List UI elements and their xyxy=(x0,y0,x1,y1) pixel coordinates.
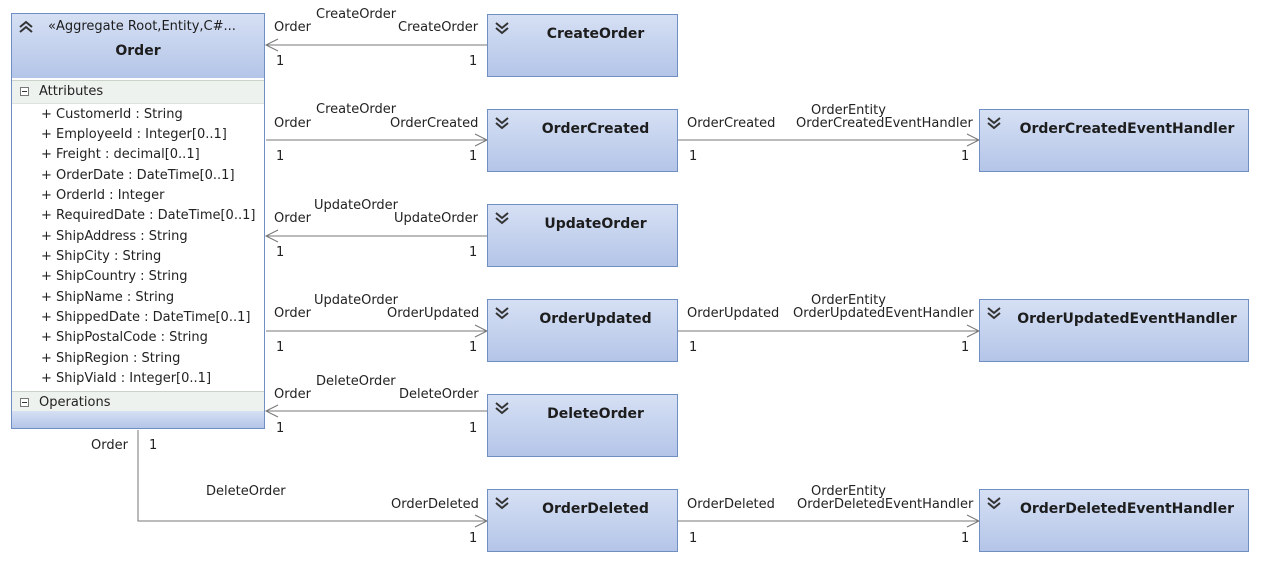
attribute-row[interactable]: + EmployeeId : Integer[0..1] xyxy=(41,127,227,142)
expand-chevron-down-icon[interactable] xyxy=(494,401,510,415)
entity-stereotype: «Aggregate Root,Entity,C#... xyxy=(48,19,236,34)
role-label: OrderCreated xyxy=(390,116,479,131)
association-name[interactable]: UpdateOrder xyxy=(314,293,399,308)
class-title: OrderDeletedEventHandler xyxy=(1019,501,1235,517)
attribute-row[interactable]: + ShipRegion : String xyxy=(41,351,181,366)
multiplicity-label: 1 xyxy=(469,54,478,69)
association-name[interactable]: UpdateOrder xyxy=(314,198,399,213)
multiplicity-label: 1 xyxy=(961,149,970,164)
order-entity-header[interactable]: «Aggregate Root,Entity,C#... Order xyxy=(12,14,264,78)
multiplicity-label: 1 xyxy=(276,340,285,355)
expand-chevron-down-icon[interactable] xyxy=(986,116,1002,130)
class-delete-order[interactable]: DeleteOrder xyxy=(487,394,678,457)
class-order-deleted[interactable]: OrderDeleted xyxy=(487,489,678,552)
association-name[interactable]: CreateOrder xyxy=(316,102,397,117)
class-update-order[interactable]: UpdateOrder xyxy=(487,204,678,267)
attribute-row[interactable]: + ShipName : String xyxy=(41,290,175,305)
role-label: CreateOrder xyxy=(398,20,479,35)
class-title: DeleteOrder xyxy=(547,406,644,422)
multiplicity-label: 1 xyxy=(276,421,285,436)
role-label: OrderUpdated xyxy=(687,306,780,321)
attribute-row[interactable]: + ShipViaId : Integer[0..1] xyxy=(41,371,212,386)
multiplicity-label: 1 xyxy=(276,54,285,69)
attribute-row[interactable]: + ShippedDate : DateTime[0..1] xyxy=(41,310,251,325)
expand-chevron-down-icon[interactable] xyxy=(494,496,510,510)
class-order-updated-handler[interactable]: OrderUpdatedEventHandler xyxy=(979,299,1249,362)
expand-chevron-down-icon[interactable] xyxy=(986,306,1002,320)
expand-chevron-down-icon[interactable] xyxy=(986,496,1002,510)
attribute-row[interactable]: + ShipCountry : String xyxy=(41,269,188,284)
attributes-section-header[interactable]: Attributes xyxy=(12,80,264,104)
multiplicity-label: 1 xyxy=(689,531,698,546)
multiplicity-label: 1 xyxy=(469,149,478,164)
expand-chevron-down-icon[interactable] xyxy=(494,211,510,225)
multiplicity-label: 1 xyxy=(469,421,478,436)
class-order-created-handler[interactable]: OrderCreatedEventHandler xyxy=(979,109,1249,172)
role-label: Order xyxy=(274,387,311,402)
class-title: UpdateOrder xyxy=(544,216,647,232)
multiplicity-label: 1 xyxy=(276,245,285,260)
class-title: CreateOrder xyxy=(546,26,645,42)
role-label: OrderCreatedEventHandler xyxy=(796,116,973,131)
role-label: OrderUpdatedEventHandler xyxy=(793,306,974,321)
operations-label: Operations xyxy=(39,395,111,410)
attribute-row[interactable]: + OrderDate : DateTime[0..1] xyxy=(41,168,235,183)
role-label: Order xyxy=(91,438,128,453)
role-label: OrderDeleted xyxy=(687,497,775,512)
expand-chevron-down-icon[interactable] xyxy=(494,306,510,320)
class-order-updated[interactable]: OrderUpdated xyxy=(487,299,678,362)
collapse-chevron-up-icon[interactable] xyxy=(18,20,34,34)
entity-footer xyxy=(12,411,264,428)
class-title: OrderUpdatedEventHandler xyxy=(1017,311,1237,327)
collapse-minus-icon[interactable] xyxy=(20,87,29,96)
collapse-minus-icon[interactable] xyxy=(20,398,29,407)
multiplicity-label: 1 xyxy=(689,340,698,355)
role-label: Order xyxy=(274,20,311,35)
class-title: OrderUpdated xyxy=(539,311,652,327)
expand-chevron-down-icon[interactable] xyxy=(494,21,510,35)
class-create-order[interactable]: CreateOrder xyxy=(487,14,678,77)
multiplicity-label: 1 xyxy=(469,245,478,260)
attribute-row[interactable]: + CustomerId : String xyxy=(41,107,183,122)
role-label: OrderCreated xyxy=(687,116,776,131)
role-label: OrderUpdated xyxy=(387,306,480,321)
class-order-deleted-handler[interactable]: OrderDeletedEventHandler xyxy=(979,489,1249,552)
multiplicity-label: 1 xyxy=(469,340,478,355)
attribute-row[interactable]: + ShipCity : String xyxy=(41,249,162,264)
class-title: OrderCreated xyxy=(541,121,650,137)
association-name[interactable]: OrderEntity xyxy=(811,484,886,499)
order-entity[interactable]: «Aggregate Root,Entity,C#... Order Attri… xyxy=(11,13,265,429)
attribute-row[interactable]: + Freight : decimal[0..1] xyxy=(41,147,200,162)
association-name[interactable]: DeleteOrder xyxy=(316,374,396,389)
multiplicity-label: 1 xyxy=(276,149,285,164)
multiplicity-label: 1 xyxy=(149,438,158,453)
class-title: OrderCreatedEventHandler xyxy=(1019,121,1235,137)
multiplicity-label: 1 xyxy=(961,340,970,355)
association-name[interactable]: OrderEntity xyxy=(811,103,886,118)
role-label: Order xyxy=(274,306,311,321)
role-label: DeleteOrder xyxy=(399,387,479,402)
class-title: OrderDeleted xyxy=(542,501,649,517)
role-label: UpdateOrder xyxy=(394,211,479,226)
role-label: OrderDeleted xyxy=(391,497,479,512)
expand-chevron-down-icon[interactable] xyxy=(494,116,510,130)
multiplicity-label: 1 xyxy=(469,531,478,546)
class-order-created[interactable]: OrderCreated xyxy=(487,109,678,172)
entity-title: Order xyxy=(115,43,161,59)
association-name[interactable]: DeleteOrder xyxy=(206,484,286,499)
attribute-row[interactable]: + OrderId : Integer xyxy=(41,188,165,203)
multiplicity-label: 1 xyxy=(689,149,698,164)
attribute-row[interactable]: + RequiredDate : DateTime[0..1] xyxy=(41,208,256,223)
attribute-row[interactable]: + ShipPostalCode : String xyxy=(41,330,208,345)
association-name[interactable]: OrderEntity xyxy=(811,293,886,308)
attributes-label: Attributes xyxy=(39,84,104,99)
association-name[interactable]: CreateOrder xyxy=(316,7,397,22)
role-label: OrderDeletedEventHandler xyxy=(797,497,974,512)
attribute-row[interactable]: + ShipAddress : String xyxy=(41,229,188,244)
role-label: Order xyxy=(274,211,311,226)
multiplicity-label: 1 xyxy=(961,531,970,546)
role-label: Order xyxy=(274,116,311,131)
